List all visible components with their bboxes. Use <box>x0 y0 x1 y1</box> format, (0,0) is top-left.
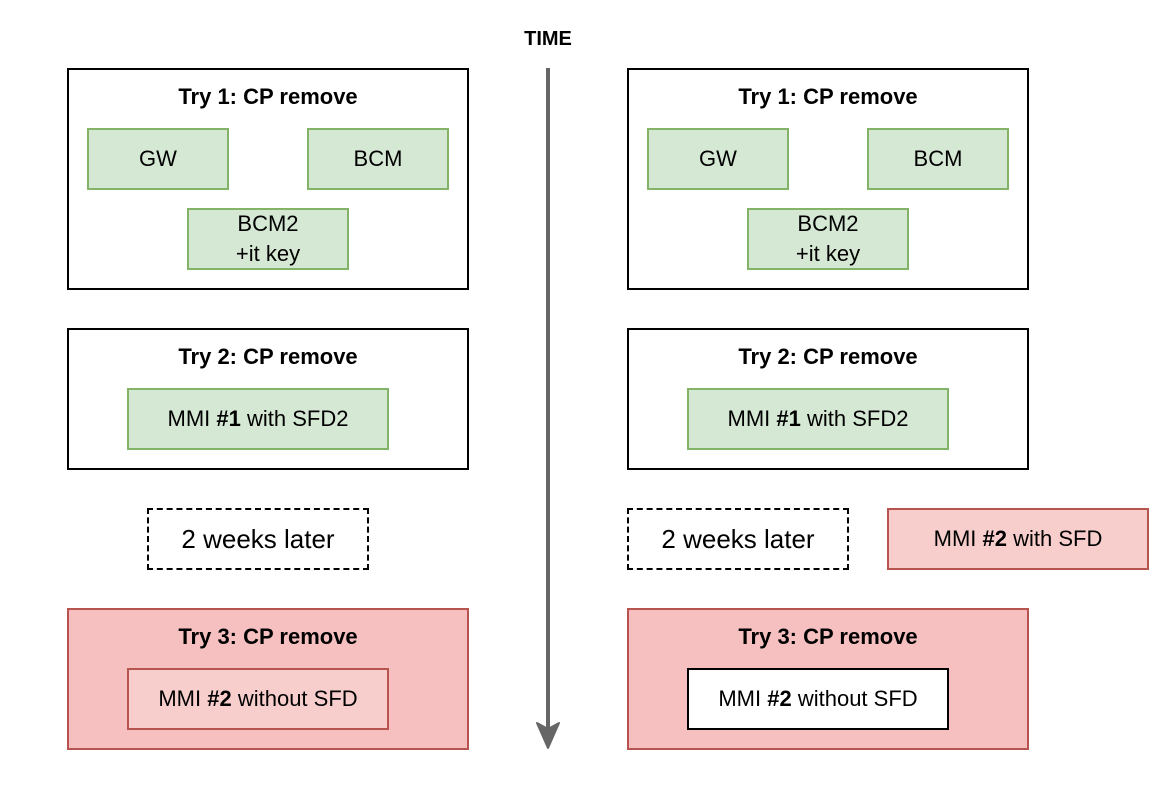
right-mmi1-node: MMI #1 with SFD2 <box>687 388 949 450</box>
time-label: TIME <box>524 28 572 50</box>
left-weeks-later-label: 2 weeks later <box>181 524 335 554</box>
right-weeks-later-label: 2 weeks later <box>661 524 815 554</box>
right-mmi2-with-sfd-node: MMI #2 with SFD <box>887 508 1149 570</box>
left-bcm2-node: BCM2 +it key <box>187 208 349 270</box>
left-try3-title: Try 3: CP remove <box>178 624 358 649</box>
left-try2-title: Try 2: CP remove <box>178 344 358 369</box>
right-try3-title: Try 3: CP remove <box>738 624 918 649</box>
right-weeks-later-note: 2 weeks later <box>627 508 849 570</box>
right-mmi2-with-sfd-label: MMI #2 with SFD <box>933 526 1103 551</box>
left-mmi2-label: MMI #2 without SFD <box>158 686 358 711</box>
right-mmi1-label: MMI #1 with SFD2 <box>727 406 909 431</box>
left-bcm2-label-line2: +it key <box>235 241 301 266</box>
left-weeks-later-note: 2 weeks later <box>147 508 369 570</box>
right-gw-label: GW <box>699 146 737 171</box>
left-bcm2-label-line1: BCM2 <box>237 211 299 236</box>
left-gw-node: GW <box>87 128 229 190</box>
left-try1-title: Try 1: CP remove <box>178 84 358 109</box>
right-mmi2-node: MMI #2 without SFD <box>687 668 949 730</box>
left-mmi2-node: MMI #2 without SFD <box>127 668 389 730</box>
right-try1-title: Try 1: CP remove <box>738 84 918 109</box>
right-try2-title: Try 2: CP remove <box>738 344 918 369</box>
right-bcm-node: BCM <box>867 128 1009 190</box>
left-gw-label: GW <box>139 146 177 171</box>
left-bcm-label: BCM <box>353 146 403 171</box>
left-mmi1-node: MMI #1 with SFD2 <box>127 388 389 450</box>
left-mmi1-label: MMI #1 with SFD2 <box>167 406 349 431</box>
right-bcm2-label-line2: +it key <box>795 241 861 266</box>
right-gw-node: GW <box>647 128 789 190</box>
time-arrow-icon <box>536 68 560 749</box>
right-bcm2-node: BCM2 +it key <box>747 208 909 270</box>
right-mmi2-label: MMI #2 without SFD <box>718 686 918 711</box>
right-bcm-label: BCM <box>913 146 963 171</box>
left-bcm-node: BCM <box>307 128 449 190</box>
right-bcm2-label-line1: BCM2 <box>797 211 859 236</box>
